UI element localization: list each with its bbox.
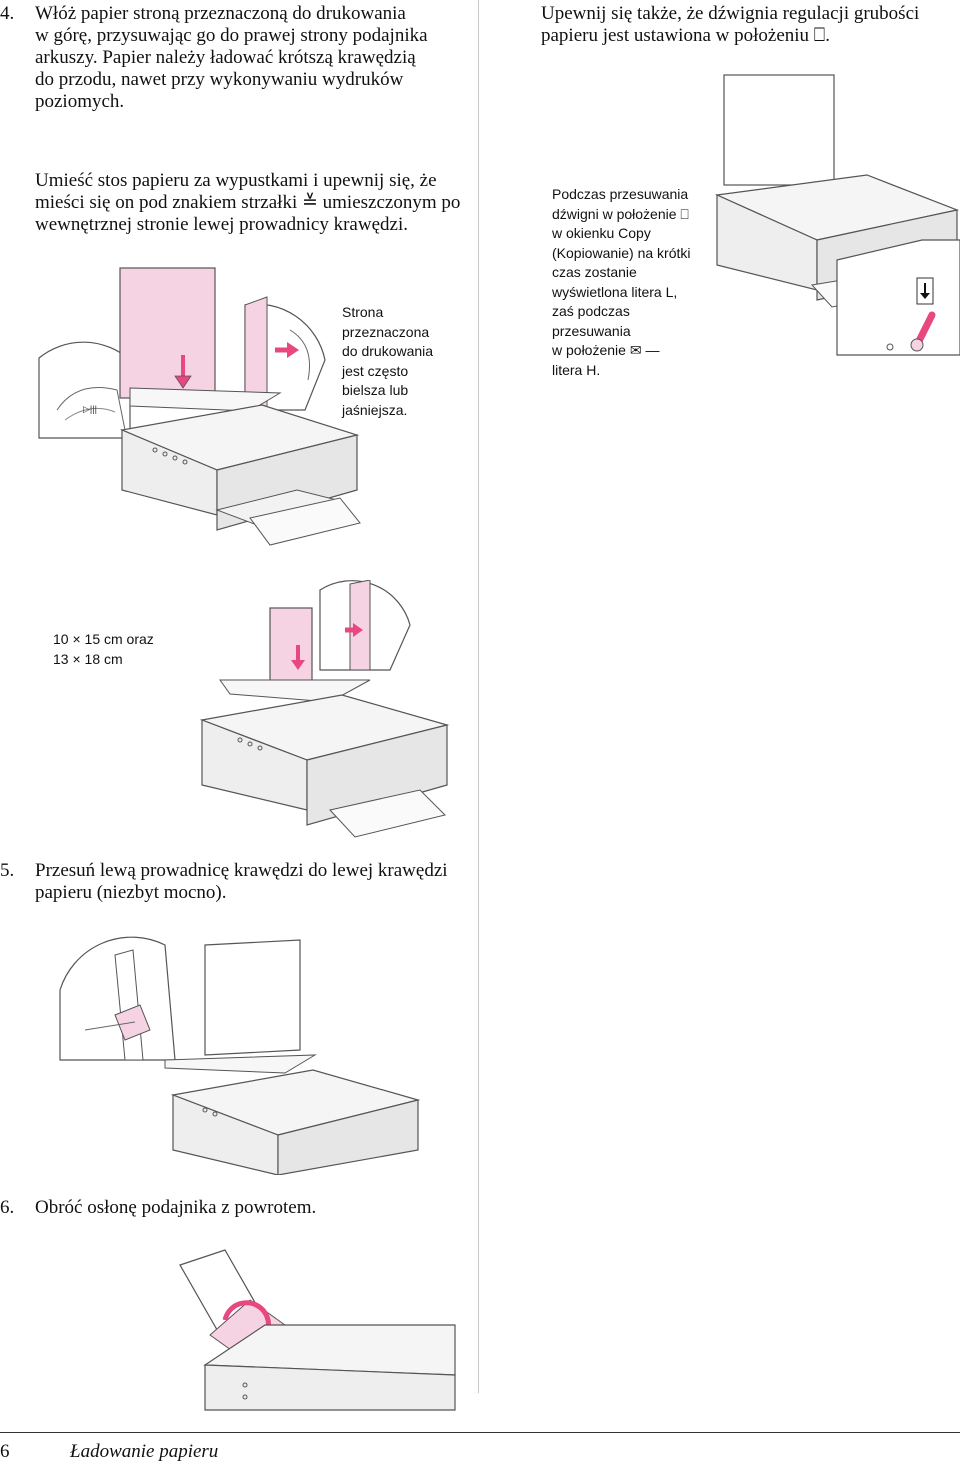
left-guide-zoom-icon: ▷||| [38, 341, 131, 439]
printer-body [203, 1324, 456, 1411]
step-6-text: Obróć osłonę podajnika z powrotem. [35, 1197, 317, 1218]
small-paper [269, 607, 313, 684]
printer-body [164, 1054, 421, 1175]
lever-zoom-icon [836, 239, 960, 356]
step-6-number: 6. [0, 1197, 15, 1218]
edge-guide-illustration [59, 936, 421, 1175]
feeder-cover-illustration [179, 1249, 456, 1411]
printer-body [200, 679, 450, 838]
callout-print-side: Strona przeznaczona do drukowania jest c… [342, 304, 434, 418]
step-5-text: Przesuń lewą prowadnicę krawędzi do lewe… [35, 860, 448, 903]
white-paper [723, 74, 835, 186]
callout-small-size: 10 × 15 cm oraz 13 × 18 cm [53, 631, 154, 667]
footer-rule [0, 1432, 960, 1433]
column-divider [478, 0, 479, 1393]
white-paper [204, 939, 301, 1056]
printer-lever-illustration [714, 74, 960, 356]
callout-lever: Podczas przesuwania dźwigni w położenie … [552, 186, 691, 378]
right-guide-zoom-icon [244, 296, 326, 413]
step-4-paper-stack-text: Umieść stos papieru za wypustkami i upew… [35, 170, 461, 235]
lever-note: Upewnij się także, że dźwignia regulacji… [541, 3, 920, 46]
page-number: 6 [0, 1441, 10, 1462]
printer-loading-illustration: ▷||| [38, 267, 361, 546]
printer-body [119, 387, 361, 546]
small-paper-illustration [200, 580, 450, 838]
paper-stack [119, 267, 216, 399]
section-title: Ładowanie papieru [70, 1441, 219, 1462]
right-guide-zoom-icon [319, 580, 411, 671]
step-4-number: 4. [0, 3, 15, 24]
step-4-text: Włóż papier stroną przeznaczoną do druko… [35, 3, 428, 112]
edge-guide-zoom-icon [59, 936, 176, 1061]
step-5-number: 5. [0, 860, 15, 881]
svg-text:▷|||: ▷||| [83, 404, 97, 414]
